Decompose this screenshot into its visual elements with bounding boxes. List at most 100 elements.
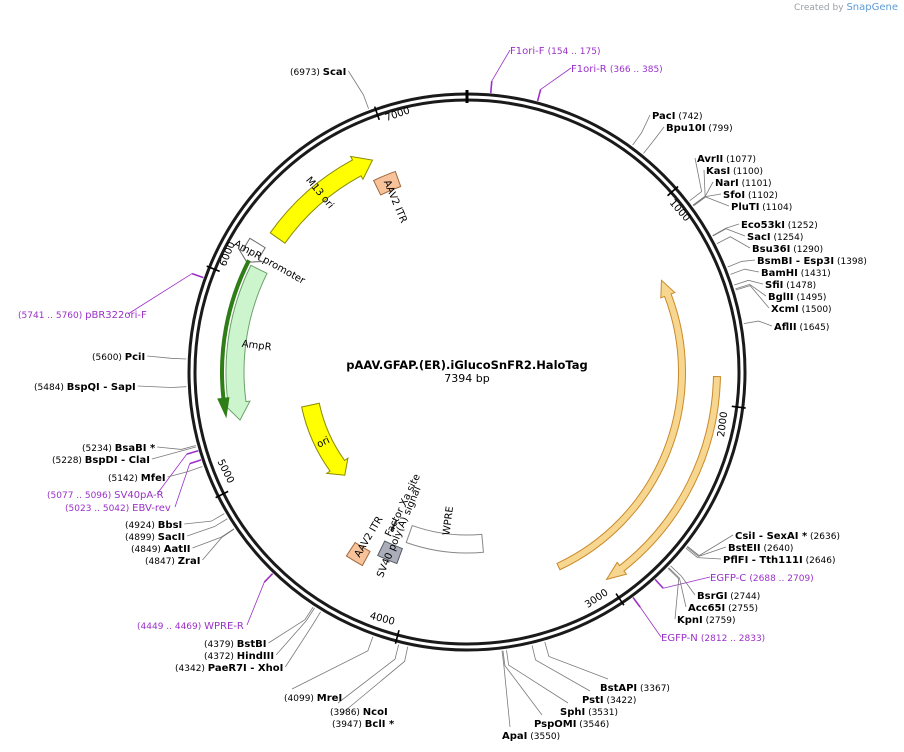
- site-name: BstEII: [728, 543, 761, 554]
- site-position: (4849): [131, 545, 164, 555]
- site-position: (3550): [527, 732, 560, 742]
- site-label: Acc65I (2755): [688, 603, 758, 614]
- site-kpni: KpnI (2759): [667, 568, 736, 626]
- site-name: BsmBI: [757, 256, 792, 267]
- site-leader: [147, 355, 187, 360]
- site-bsabi-: (5234) BsaBI *: [82, 443, 196, 454]
- primer-leader: [540, 67, 572, 90]
- feature-factor-xa-site: [390, 519, 398, 532]
- site-label: NarI (1101): [715, 178, 772, 189]
- site-leader: [202, 528, 235, 561]
- site-position: (2640): [761, 544, 794, 554]
- primer-range: (5023 .. 5042): [65, 504, 132, 514]
- primer-range: (2688 .. 2709): [749, 574, 813, 584]
- site-bbsi: (4924) BbsI: [125, 513, 225, 531]
- site-leader: [692, 181, 714, 206]
- primer-label-f1ori-r: F1ori-R (366 .. 385): [571, 64, 663, 75]
- site-label: PacI (742): [652, 111, 703, 122]
- primer-label-egfp-n: EGFP-N (2812 .. 2833): [661, 633, 765, 644]
- site-name: BspDI: [85, 455, 118, 466]
- tick-label-4000: 4000: [368, 611, 395, 628]
- site-label: CsiI - SexAI * (2636): [735, 531, 840, 542]
- site-position: (5142): [108, 474, 141, 484]
- site-position: (1478): [783, 281, 816, 291]
- site-position: (799): [706, 124, 733, 134]
- site-label: (4342) PaeR7I - XhoI: [175, 663, 283, 674]
- site-name: BstAPI: [600, 683, 637, 694]
- site-pcii: (5600) PciI: [92, 352, 187, 363]
- site-label: SacI (1254): [747, 232, 803, 243]
- site-position: (742): [675, 112, 702, 122]
- site-bstbi: (4379) BstBI: [204, 606, 314, 650]
- site-apai: ApaI (3550): [501, 650, 560, 742]
- site-name: ZraI: [178, 556, 201, 567]
- feature-ori: [301, 402, 349, 476]
- primer-mark-wpre-r: [263, 572, 274, 583]
- tick-6000: [206, 265, 220, 273]
- site-name: SacI: [747, 232, 771, 243]
- site-paer7i: (4342) PaeR7I - XhoI: [175, 611, 321, 674]
- site-name: PspOMI: [534, 719, 576, 730]
- site-name: Eco53kI: [741, 220, 785, 231]
- site-name: PacI: [652, 111, 675, 122]
- site-name: XcmI: [771, 304, 799, 315]
- site-sphi: SphI (3531): [506, 650, 618, 718]
- site-name: MfeI: [141, 473, 166, 484]
- site-position: (1102): [745, 191, 778, 201]
- site-label: (4099) MreI: [284, 693, 342, 704]
- site-label: Bpu10I (799): [666, 123, 733, 134]
- primer-mark-ebv-rev: [189, 459, 202, 465]
- site-acc65i: Acc65I (2755): [668, 567, 758, 614]
- site-label: PflFI - Tth111I (2646): [723, 555, 836, 566]
- site-name: HindIII: [237, 651, 274, 662]
- site-position: (2636): [807, 532, 840, 542]
- site-bcli-: (3947) BclI *: [332, 646, 409, 730]
- site-name: NarI: [715, 178, 739, 189]
- primer-mark-egfp-n: [632, 596, 641, 608]
- site-name: PaeR7I: [208, 663, 247, 674]
- site-saci: SacI (1254): [712, 228, 803, 243]
- site-sfii: SfiI (1478): [734, 279, 816, 291]
- primer-leader: [127, 273, 193, 315]
- site-leader: [151, 446, 197, 460]
- site-extra: - ClaI: [118, 455, 150, 466]
- feature-label-aav2-itr: AAV2 ITR: [381, 178, 409, 224]
- credit-prefix: Created by: [794, 3, 844, 13]
- feature-label-ampr: AmpR: [241, 339, 272, 354]
- plasmid-name: pAAV.GFAP.(ER).iGlucoSnFR2.HaloTag: [346, 358, 588, 372]
- site-name: BspQI: [67, 382, 100, 393]
- primer-range: (5077 .. 5096): [47, 491, 114, 501]
- site-name: Bsu36I: [752, 244, 790, 255]
- site-leader: [712, 228, 746, 237]
- site-sfoi: SfoI (1102): [693, 190, 778, 206]
- site-extra: - Tth111I: [748, 555, 802, 566]
- site-leader: [668, 567, 687, 608]
- site-label: AvrII (1077): [697, 154, 756, 165]
- primer-name: WPRE-R: [204, 621, 244, 632]
- site-leader: [186, 518, 228, 537]
- site-position: (1104): [759, 203, 792, 213]
- site-bsmbi: BsmBI - Esp3I (1398): [727, 256, 867, 268]
- site-leader: [544, 641, 609, 680]
- feature-aav2-itr: [372, 170, 402, 196]
- site-name: BstBI: [237, 639, 267, 650]
- primer-leader: [246, 582, 265, 626]
- site-label: (3947) BclI *: [332, 719, 395, 730]
- site-position: (5600): [92, 353, 125, 363]
- site-name: PstI: [582, 695, 604, 706]
- site-name: SacII: [158, 532, 185, 543]
- site-position: (3947): [332, 720, 365, 730]
- primer-leader: [156, 453, 188, 495]
- site-label: ApaI (3550): [502, 731, 560, 742]
- feature-wpre: [405, 524, 484, 554]
- site-label: BstAPI (3367): [600, 683, 670, 694]
- site-scai: (6973) ScaI: [290, 67, 369, 109]
- site-position: (3546): [576, 720, 609, 730]
- site-bamhi: BamHI (1431): [730, 268, 831, 279]
- site-leader: [339, 646, 409, 716]
- site-leader: [157, 445, 196, 450]
- site-aflii: AflII (1645): [743, 320, 829, 333]
- site-zrai: (4847) ZraI: [145, 528, 235, 567]
- site-leader: [137, 385, 187, 388]
- site-name: KasI: [706, 166, 730, 177]
